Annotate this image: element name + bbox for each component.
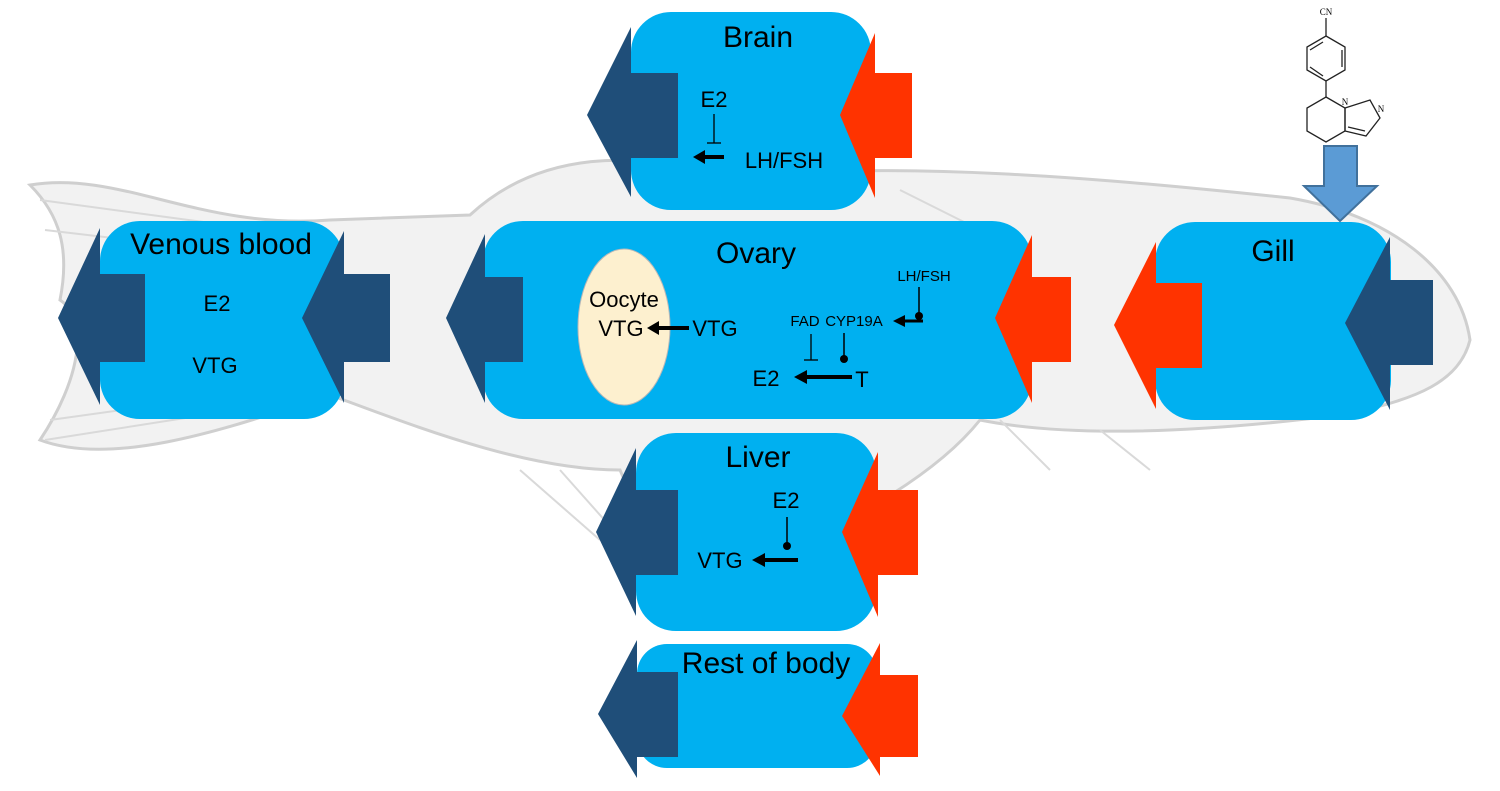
- ovary-vtg-label: VTG: [692, 316, 737, 341]
- rest-of-body-title: Rest of body: [682, 647, 850, 680]
- lhfsh-stimulation-dot: [915, 312, 923, 320]
- liver-e2-label: E2: [773, 488, 800, 513]
- brain-inflow-arrow: [840, 33, 912, 198]
- chem-n1-label: N: [1342, 97, 1349, 107]
- rest-inflow-arrow: [842, 643, 918, 776]
- cyp19a-label: CYP19A: [825, 313, 883, 330]
- liver-vtg-label: VTG: [697, 548, 742, 573]
- liver-stimulation-dot: [783, 542, 791, 550]
- liver-box: [636, 433, 876, 631]
- venous-inflow-arrow: [302, 231, 390, 403]
- gill-compartment: Gill: [1114, 222, 1433, 420]
- liver-arrow-head: [752, 553, 765, 567]
- brain-e2-label: E2: [701, 87, 728, 112]
- rest-outflow-arrow: [598, 640, 678, 778]
- venous-vtg-label: VTG: [192, 353, 237, 378]
- venous-blood-compartment: Venous blood E2 VTG: [58, 221, 390, 419]
- liver-compartment: Liver E2 VTG: [596, 433, 918, 631]
- cyp19a-stimulation-dot: [840, 355, 848, 363]
- aromatization-arrow-head: [794, 370, 807, 384]
- ovary-e2-label: E2: [753, 366, 780, 391]
- gill-title: Gill: [1251, 235, 1294, 268]
- fad-label: FAD: [790, 313, 819, 330]
- chem-cn-label: CN: [1320, 7, 1333, 17]
- ovary-outflow-arrow: [446, 234, 523, 403]
- vtg-uptake-arrow-head: [647, 321, 659, 335]
- cyp19a-arrow-head: [893, 315, 905, 327]
- gill-box: [1155, 222, 1391, 420]
- liver-title: Liver: [725, 441, 790, 474]
- brain-title: Brain: [723, 21, 793, 54]
- ovary-compartment: Ovary Oocyte VTG VTG LH/FSH FAD CYP19A E…: [446, 221, 1071, 419]
- venous-blood-box: [100, 221, 344, 419]
- ovary-t-label: T: [855, 367, 868, 392]
- rest-of-body-box: [637, 644, 877, 768]
- brain-box: [631, 12, 871, 210]
- brain-compartment: Brain E2 LH/FSH: [587, 12, 912, 210]
- oocyte-label: Oocyte: [589, 287, 659, 312]
- ovary-lhfsh-label: LH/FSH: [897, 268, 950, 285]
- oocyte-vtg-label: VTG: [598, 316, 643, 341]
- ovary-title: Ovary: [716, 237, 796, 270]
- brain-arrow-head: [693, 150, 705, 164]
- ovary-inflow-arrow: [995, 235, 1071, 403]
- venous-outflow-arrow: [58, 228, 145, 405]
- brain-lhfsh-label: LH/FSH: [745, 148, 823, 173]
- dose-arrow: [1301, 145, 1380, 223]
- chem-n2-label: N: [1378, 104, 1385, 114]
- liver-outflow-arrow: [596, 448, 678, 616]
- chemical-structure: [1306, 18, 1381, 143]
- liver-inflow-arrow: [842, 452, 918, 617]
- gill-inflow-arrow: [1345, 237, 1433, 410]
- venous-blood-title: Venous blood: [130, 228, 312, 261]
- gill-outflow-arrow: [1114, 242, 1202, 409]
- rest-of-body-compartment: Rest of body: [598, 640, 918, 778]
- venous-e2-label: E2: [204, 291, 231, 316]
- brain-outflow-arrow: [587, 27, 678, 197]
